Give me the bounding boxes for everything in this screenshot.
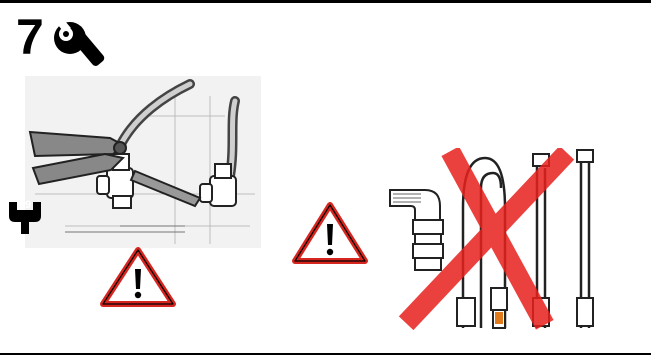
- wrench-size-label: 19: [13, 199, 37, 211]
- warning-triangle-icon: [292, 202, 368, 264]
- wrench-gear-icon: [50, 16, 106, 76]
- warning-triangle-icon: [100, 247, 176, 307]
- wrench-size-icon: 19: [5, 196, 45, 236]
- step-number: 7: [16, 12, 44, 62]
- valve-pliers-illustration: [25, 76, 261, 248]
- top-rule: [0, 0, 651, 3]
- bottom-rule: [0, 353, 651, 355]
- crossed-hoses-illustration: [385, 148, 610, 333]
